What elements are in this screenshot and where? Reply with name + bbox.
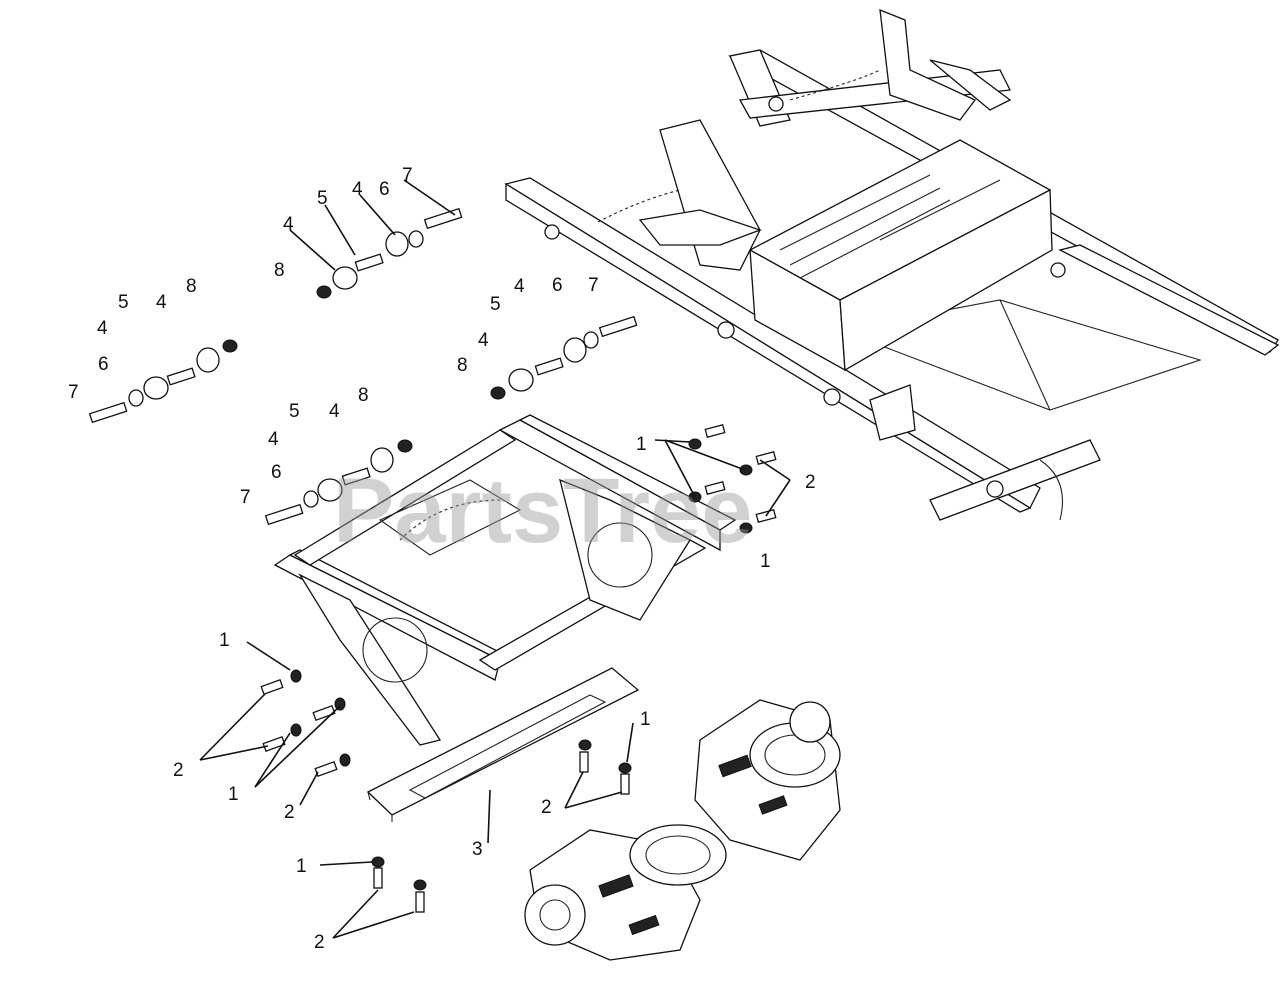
callout-label: 7 — [68, 382, 79, 403]
callout-label: 2 — [541, 797, 552, 818]
mount-stack-d — [264, 439, 413, 526]
callout-label: 4 — [268, 429, 279, 450]
callout-label: 5 — [118, 292, 129, 313]
callout-labels: 7 5 4 6 4 8 5 4 8 4 6 7 5 4 6 7 4 8 5 4 … — [68, 165, 816, 953]
transaxle-right — [694, 699, 841, 861]
mount-stack-c — [490, 315, 638, 400]
callout-label: 7 — [588, 275, 599, 296]
callout-label: 4 — [329, 401, 340, 422]
callout-label: 1 — [640, 709, 651, 730]
callout-label: 4 — [514, 276, 525, 297]
callout-label: 8 — [358, 385, 369, 406]
callout-label: 8 — [186, 276, 197, 297]
callout-label: 4 — [478, 330, 489, 351]
callout-label: 1 — [219, 630, 230, 651]
callout-label: 7 — [240, 487, 251, 508]
transmission-subframe — [273, 414, 737, 746]
callout-label: 2 — [173, 760, 184, 781]
leader-lines — [199, 179, 791, 939]
callout-label: 4 — [283, 214, 294, 235]
callout-label: 5 — [490, 294, 501, 315]
callout-label: 2 — [805, 472, 816, 493]
main-frame — [504, 8, 1280, 521]
callout-label: 5 — [317, 188, 328, 209]
callout-label: 6 — [379, 179, 390, 200]
callout-label: 6 — [271, 462, 282, 483]
bolts-and-nuts — [260, 424, 777, 913]
transaxle-left — [524, 824, 727, 961]
callout-label: 8 — [274, 260, 285, 281]
callout-label: 2 — [314, 932, 325, 953]
watermark: PartsTree — [333, 460, 752, 562]
callout-label: 4 — [352, 179, 363, 200]
bottom-plate — [366, 667, 640, 822]
callout-label: 1 — [296, 856, 307, 877]
callout-label: 6 — [98, 354, 109, 375]
mount-stack-b — [88, 339, 238, 424]
battery-box — [748, 139, 1053, 372]
callout-label: 1 — [228, 784, 239, 805]
callout-label: 2 — [284, 802, 295, 823]
callout-label: 1 — [636, 434, 647, 455]
callout-label: 7 — [402, 165, 413, 186]
callout-label: 1 — [760, 551, 771, 572]
callout-label: 4 — [156, 292, 167, 313]
callout-label: 3 — [472, 839, 483, 860]
callout-label: 5 — [289, 401, 300, 422]
callout-label: 4 — [97, 318, 108, 339]
callout-label: 6 — [552, 275, 563, 296]
callout-label: 8 — [457, 355, 468, 376]
mount-stack-a — [316, 207, 463, 299]
